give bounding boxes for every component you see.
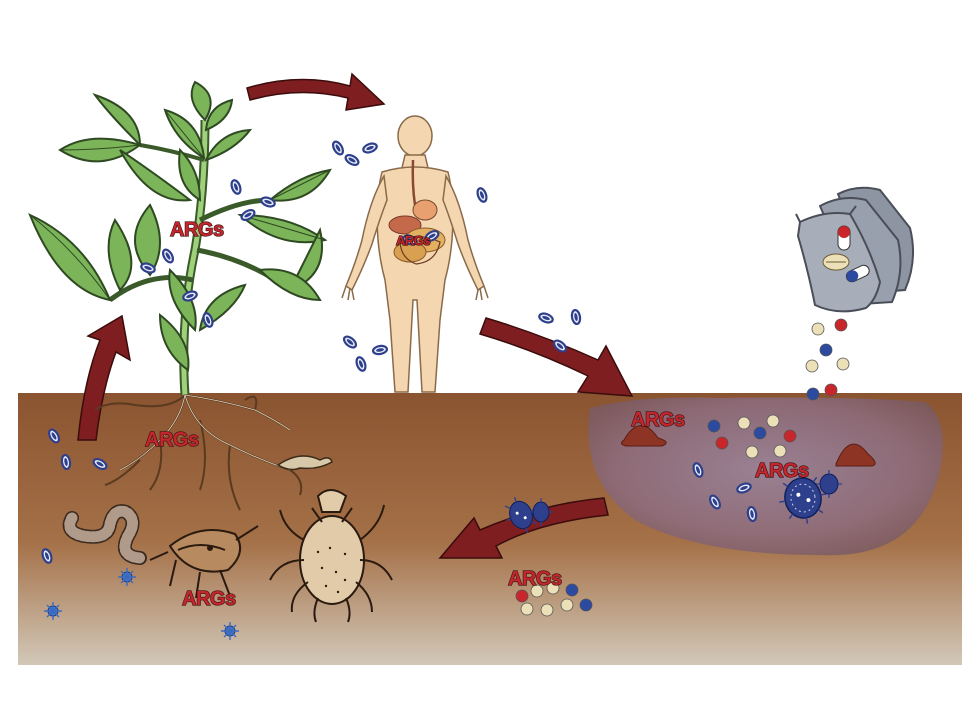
pool-pills (707, 414, 797, 459)
pill-bags-icon (795, 186, 914, 313)
args-label-roots: ARGs (145, 429, 199, 451)
args-label-manure-right: ARGs (755, 460, 809, 482)
mite-icon (269, 489, 393, 623)
args-label-soil-fauna: ARGs (182, 588, 236, 610)
soil-pills (515, 581, 593, 617)
args-label-human: ARGs (396, 233, 430, 248)
earthworm-icon (62, 504, 147, 565)
springtail-icon (149, 525, 259, 599)
args-label-manure-left: ARGs (631, 409, 685, 431)
manure-pool (588, 397, 943, 556)
root-fragment (276, 455, 333, 471)
args-label-return: ARGs (508, 568, 562, 590)
falling-pills (805, 318, 850, 401)
plant-icon (28, 80, 332, 396)
args-label-plant: ARGs (170, 219, 224, 241)
manure-pile (620, 425, 876, 467)
ciliated-bacteria-icon (504, 470, 842, 534)
